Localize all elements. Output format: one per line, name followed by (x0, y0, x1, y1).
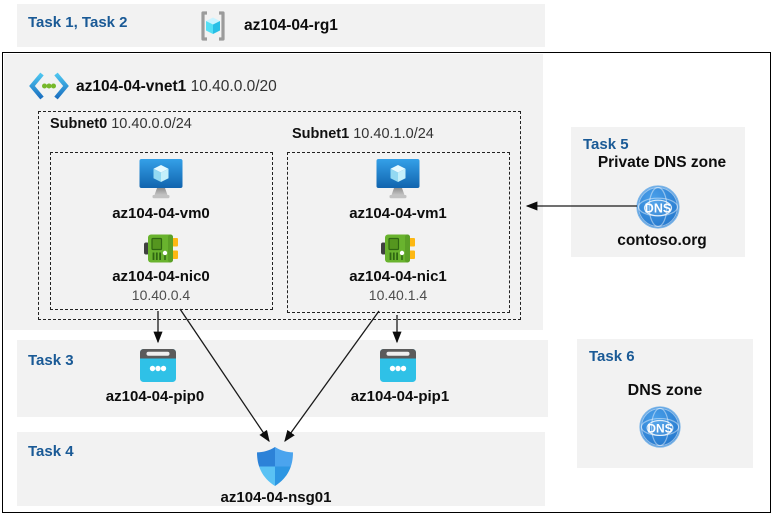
subnet0-label: Subnet0 10.40.0.0/24 (50, 116, 192, 132)
task5-label: Task 5 (583, 136, 629, 153)
vnet-name: az104-04-vnet1 (76, 78, 187, 95)
task5-dns-icon-text: DNS (645, 202, 671, 216)
virtual-network-icon (29, 72, 69, 100)
vm1-virtual-machine-icon (376, 159, 420, 199)
vm0-virtual-machine-icon (139, 159, 183, 199)
subnet1-cidr: 10.40.1.0/24 (353, 126, 434, 142)
pip0-public-ip-icon (140, 349, 176, 382)
subnet0-name: Subnet0 (50, 116, 108, 132)
task6-title: DNS zone (627, 382, 703, 399)
task3-label: Task 3 (28, 352, 74, 369)
subnet0-cidr: 10.40.0.0/24 (111, 116, 192, 132)
task6-dns-icon-text: DNS (647, 421, 672, 435)
resource-group-icon (201, 11, 225, 41)
vnet-cidr: 10.40.0.0/20 (190, 78, 277, 95)
task5-zone-label: contoso.org (617, 232, 707, 249)
subnets-outer-box (38, 111, 521, 320)
nic0-label: az104-04-nic0 (112, 268, 210, 285)
dns-zone-globe-icon: DNS (639, 406, 681, 448)
task12-label: Task 1, Task 2 (28, 14, 128, 31)
task6-label: Task 6 (589, 348, 635, 365)
pip1-label: az104-04-pip1 (350, 388, 450, 405)
subnet0-box (50, 152, 273, 310)
pip1-public-ip-icon (380, 349, 416, 382)
nic0-ip: 10.40.0.4 (131, 287, 191, 303)
pip0-label: az104-04-pip0 (105, 388, 205, 405)
nic0-network-interface-icon (144, 234, 178, 263)
vnet-region (4, 54, 543, 330)
task12-band (17, 4, 545, 47)
nic1-label: az104-04-nic1 (349, 268, 447, 285)
vnet-label: az104-04-vnet1 10.40.0.0/20 (76, 78, 277, 96)
task4-label: Task 4 (28, 443, 74, 460)
diagram-frame (2, 52, 771, 513)
nsg-shield-icon (257, 447, 293, 486)
vm0-label: az104-04-vm0 (112, 205, 210, 222)
vm1-label: az104-04-vm1 (349, 205, 447, 222)
nsg-label: az104-04-nsg01 (220, 489, 332, 506)
nic1-ip: 10.40.1.4 (368, 287, 428, 303)
private-dns-globe-icon: DNS (636, 185, 680, 229)
task3-band (17, 340, 548, 417)
subnet1-label: Subnet1 10.40.1.0/24 (292, 126, 434, 142)
task5-title: Private DNS zone (597, 154, 727, 171)
subnet1-name: Subnet1 (292, 126, 350, 142)
resource-group-label: az104-04-rg1 (244, 17, 338, 34)
nic1-network-interface-icon (381, 234, 415, 263)
subnet1-box (287, 152, 510, 313)
